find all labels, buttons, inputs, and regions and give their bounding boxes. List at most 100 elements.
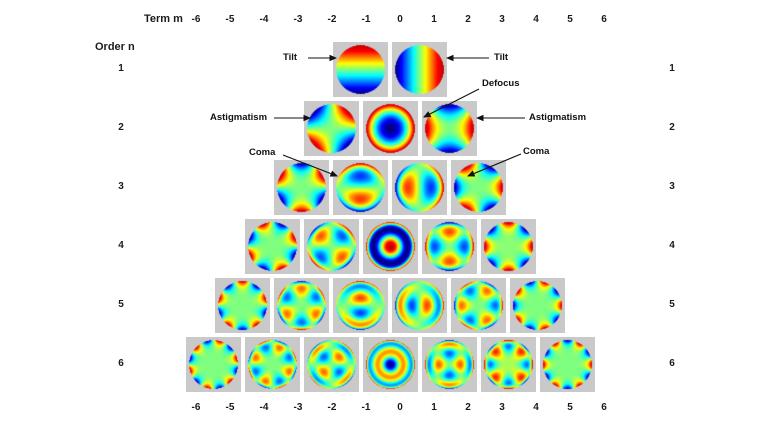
zernike-wavefront-image	[451, 160, 506, 215]
annotation-defocus: Defocus	[482, 78, 520, 89]
zernike-tile-n4-m4	[481, 219, 536, 274]
zernike-wavefront-image	[363, 101, 418, 156]
order-axis-symbol: n	[128, 41, 135, 53]
term-axis-symbol: m	[173, 13, 183, 25]
annotation-tilt-right: Tilt	[494, 52, 509, 63]
term-label-top-neg3: -3	[293, 14, 303, 25]
zernike-wavefront-image	[392, 42, 447, 97]
zernike-tile-n4-m2	[422, 219, 477, 274]
annotation-tilt-left: Tilt	[283, 52, 298, 63]
zernike-tile-n2-m-2	[304, 101, 359, 156]
zernike-wavefront-image	[304, 101, 359, 156]
zernike-tile-n6-m-2	[304, 337, 359, 392]
zernike-wavefront-image	[422, 101, 477, 156]
zernike-wavefront-image	[304, 219, 359, 274]
term-label-top-5: 5	[567, 14, 573, 25]
order-label-right-1: 1	[669, 62, 675, 74]
order-label-left-5: 5	[118, 298, 124, 310]
order-label-left-2: 2	[118, 121, 124, 133]
zernike-wavefront-image	[363, 337, 418, 392]
term-label-bottom-5: 5	[567, 402, 573, 413]
term-label-top-neg1: -1	[361, 14, 371, 25]
annotation-astigmatism-right: Astigmatism	[529, 112, 587, 123]
zernike-tile-n3-m3	[451, 160, 506, 215]
order-label-left-6: 6	[118, 357, 124, 369]
zernike-tile-n5-m-5	[215, 278, 270, 333]
term-label-bottom-neg4: -4	[259, 402, 269, 413]
zernike-wavefront-image	[481, 337, 536, 392]
zernike-wavefront-image	[274, 278, 329, 333]
zernike-wavefront-image	[186, 337, 241, 392]
zernike-tile-n4-m-4	[245, 219, 300, 274]
zernike-wavefront-image	[274, 160, 329, 215]
order-label-right-6: 6	[669, 357, 675, 369]
term-label-bottom-neg3: -3	[293, 402, 303, 413]
zernike-tile-n6-m-4	[245, 337, 300, 392]
term-label-top-neg2: -2	[327, 14, 337, 25]
zernike-tile-n5-m-1	[333, 278, 388, 333]
term-label-top-neg6: -6	[191, 14, 201, 25]
zernike-wavefront-image	[481, 219, 536, 274]
zernike-wavefront-image	[333, 278, 388, 333]
zernike-wavefront-image	[510, 278, 565, 333]
zernike-wavefront-image	[422, 337, 477, 392]
order-label-left-3: 3	[118, 180, 124, 192]
zernike-tile-n6-m0	[363, 337, 418, 392]
term-label-top-neg5: -5	[225, 14, 235, 25]
zernike-tile-n6-m2	[422, 337, 477, 392]
order-label-left-4: 4	[118, 239, 124, 251]
zernike-tile-n5-m5	[510, 278, 565, 333]
zernike-tile-n2-m0	[363, 101, 418, 156]
term-label-bottom-1: 1	[431, 402, 437, 413]
zernike-tile-n1-m1	[392, 42, 447, 97]
zernike-tile-n6-m-6	[186, 337, 241, 392]
term-label-bottom-4: 4	[533, 402, 539, 413]
term-label-bottom-neg6: -6	[191, 402, 201, 413]
annotation-astigmatism-left: Astigmatism	[210, 112, 268, 123]
order-label-right-5: 5	[669, 298, 675, 310]
term-axis-word: Term	[144, 13, 171, 25]
zernike-tile-n4-m-2	[304, 219, 359, 274]
order-axis-label: Order n	[95, 42, 135, 53]
term-label-bottom-6: 6	[601, 402, 607, 413]
term-axis-label: Term m	[144, 14, 183, 25]
zernike-wavefront-image	[304, 337, 359, 392]
zernike-wavefront-image	[540, 337, 595, 392]
annotation-coma-right: Coma	[523, 146, 550, 157]
zernike-wavefront-image	[333, 160, 388, 215]
term-label-bottom-neg5: -5	[225, 402, 235, 413]
term-label-bottom-neg2: -2	[327, 402, 337, 413]
order-label-right-4: 4	[669, 239, 675, 251]
zernike-tile-n5-m1	[392, 278, 447, 333]
term-label-top-2: 2	[465, 14, 471, 25]
zernike-tile-n4-m0	[363, 219, 418, 274]
term-label-bottom-2: 2	[465, 402, 471, 413]
zernike-tile-n3-m-3	[274, 160, 329, 215]
term-label-top-0: 0	[397, 14, 403, 25]
zernike-wavefront-image	[245, 337, 300, 392]
zernike-wavefront-image	[451, 278, 506, 333]
zernike-wavefront-image	[215, 278, 270, 333]
term-label-top-6: 6	[601, 14, 607, 25]
zernike-tile-n1-m-1	[333, 42, 388, 97]
zernike-wavefront-image	[392, 278, 447, 333]
term-label-bottom-0: 0	[397, 402, 403, 413]
order-label-left-1: 1	[118, 62, 124, 74]
zernike-tile-n3-m-1	[333, 160, 388, 215]
term-label-top-3: 3	[499, 14, 505, 25]
term-label-top-1: 1	[431, 14, 437, 25]
zernike-tile-n5-m3	[451, 278, 506, 333]
zernike-tile-n2-m2	[422, 101, 477, 156]
zernike-wavefront-image	[333, 42, 388, 97]
zernike-tile-n3-m1	[392, 160, 447, 215]
zernike-wavefront-image	[392, 160, 447, 215]
order-label-right-2: 2	[669, 121, 675, 133]
annotation-coma-left: Coma	[249, 147, 276, 158]
term-label-bottom-neg1: -1	[361, 402, 371, 413]
zernike-wavefront-image	[422, 219, 477, 274]
term-label-bottom-3: 3	[499, 402, 505, 413]
order-axis-word: Order	[95, 41, 125, 53]
zernike-tile-n6-m4	[481, 337, 536, 392]
term-label-top-4: 4	[533, 14, 539, 25]
